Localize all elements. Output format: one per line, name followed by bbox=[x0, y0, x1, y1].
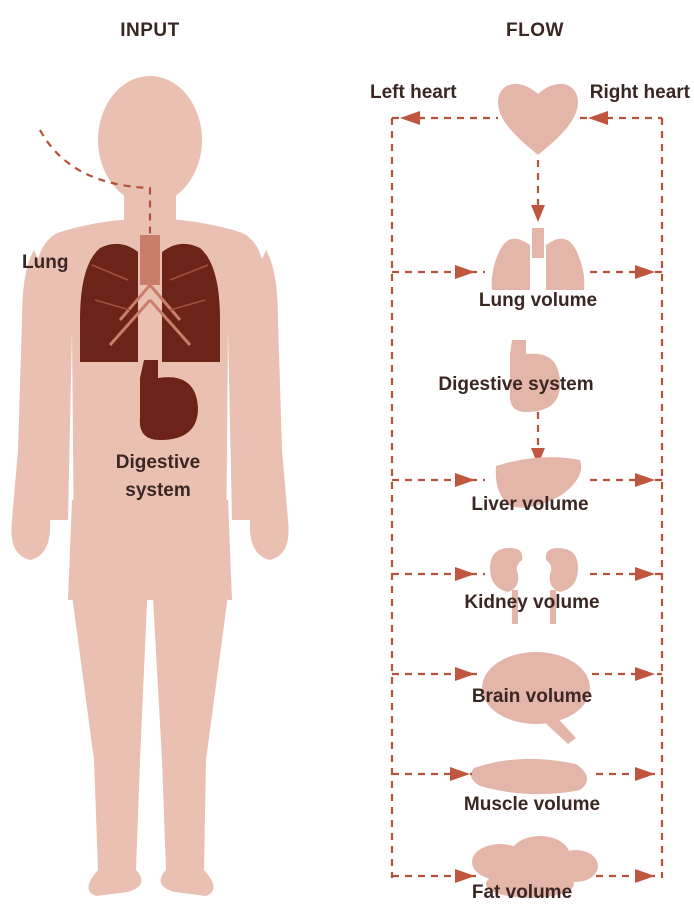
fat-volume-label: Fat volume bbox=[472, 882, 572, 903]
left-heart-arrow bbox=[400, 111, 420, 125]
flow-heading: FLOW bbox=[506, 20, 564, 41]
lung-in-arrow bbox=[455, 265, 475, 279]
heart-icon bbox=[498, 84, 578, 155]
digestive-label-line2: system bbox=[125, 480, 191, 501]
kidney-out-arrow bbox=[635, 567, 655, 581]
lung-out-arrow bbox=[635, 265, 655, 279]
brain-in-arrow bbox=[455, 667, 475, 681]
muscle-in-arrow bbox=[450, 767, 470, 781]
right-heart-arrow bbox=[588, 111, 608, 125]
brain-out-arrow bbox=[635, 667, 655, 681]
fat-in-arrow bbox=[455, 869, 475, 883]
digestive-label-line1: Digestive bbox=[116, 452, 200, 473]
lung-label: Lung bbox=[22, 252, 68, 273]
heart-to-lung-arrow bbox=[531, 205, 545, 222]
lung-organ-icon bbox=[492, 228, 585, 290]
digestive-system-label: Digestive system bbox=[438, 374, 593, 395]
liver-in-arrow bbox=[455, 473, 475, 487]
kidney-in-arrow bbox=[455, 567, 475, 581]
brain-volume-label: Brain volume bbox=[472, 686, 592, 707]
lung-volume-label: Lung volume bbox=[479, 290, 597, 311]
muscle-volume-label: Muscle volume bbox=[464, 794, 600, 815]
left-heart-label: Left heart bbox=[370, 82, 457, 103]
fat-out-arrow bbox=[635, 869, 655, 883]
liver-out-arrow bbox=[635, 473, 655, 487]
muscle-organ-icon bbox=[471, 759, 587, 794]
kidney-volume-label: Kidney volume bbox=[464, 592, 599, 613]
liver-volume-label: Liver volume bbox=[471, 494, 588, 515]
body-head bbox=[98, 76, 202, 204]
right-heart-label: Right heart bbox=[590, 82, 691, 103]
body-left-leg bbox=[70, 580, 148, 896]
input-heading: INPUT bbox=[120, 20, 180, 41]
body-right-leg bbox=[152, 580, 230, 896]
muscle-out-arrow bbox=[635, 767, 655, 781]
